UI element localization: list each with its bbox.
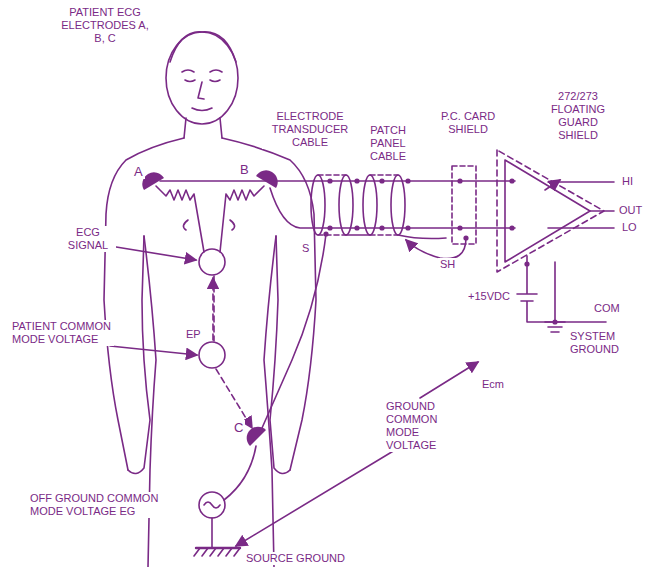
leader-line [110, 246, 196, 260]
leader-line [110, 346, 197, 355]
heading-note: PATIENT ECG ELECTRODES A, B, C [58, 6, 152, 45]
callout-label: PATIENT COMMON MODE VOLTAGE [10, 320, 114, 346]
shield-label: P.C. CARD SHIELD [432, 110, 504, 136]
dashed-path [212, 278, 214, 340]
ground-symbol [545, 322, 565, 332]
cable-label: PATCH PANEL CABLE [360, 124, 416, 163]
resistor-symbol [220, 186, 264, 252]
terminal-name: HI [620, 175, 635, 188]
resistor-symbol [156, 186, 204, 252]
terminal-name: OUT [617, 204, 644, 217]
dashed-path [214, 276, 252, 428]
ac-source [199, 492, 225, 518]
signal-name: EP [184, 328, 203, 341]
electrode-letter: A [132, 164, 145, 179]
ecg-source [199, 249, 225, 275]
common-mode-source [199, 342, 225, 368]
callout-label: GROUND COMMON MODE VOLTAGE [384, 400, 456, 452]
source-wire [211, 518, 213, 548]
cable-shield [311, 166, 476, 244]
terminal-name: SH [438, 258, 457, 271]
ground-symbol [196, 547, 240, 549]
ground-label: SYSTEM GROUND [568, 330, 634, 356]
electrode [142, 170, 277, 446]
supply-label: +15VDC [466, 290, 512, 303]
electrode-letter: C [232, 420, 245, 435]
shield-wire [262, 234, 326, 428]
cable-label: ELECTRODE TRANSDUCER CABLE [262, 110, 358, 149]
ac-symbol [204, 502, 220, 508]
output-wire [548, 182, 614, 228]
ground-label: SOURCE GROUND [244, 552, 347, 565]
shield-label: 272/273 FLOATING GUARD SHIELD [540, 90, 616, 142]
terminal-name: S [300, 242, 311, 255]
signal-name: Ecm [480, 378, 506, 391]
terminal-name: COM [592, 302, 622, 315]
terminal-name: LO [620, 221, 639, 234]
shield-wire [406, 238, 466, 259]
leader-line [236, 450, 395, 546]
electrode-letter: B [238, 162, 251, 177]
leader-line [420, 362, 478, 398]
callout-label: OFF GROUND COMMON MODE VOLTAGE EG [28, 492, 184, 518]
callout-label: ECG SIGNAL [60, 226, 116, 252]
source-wire [224, 446, 256, 500]
amplifier [505, 160, 590, 262]
guard-shield [497, 150, 604, 272]
ground-hatching [194, 548, 240, 556]
leader-line [545, 180, 560, 190]
